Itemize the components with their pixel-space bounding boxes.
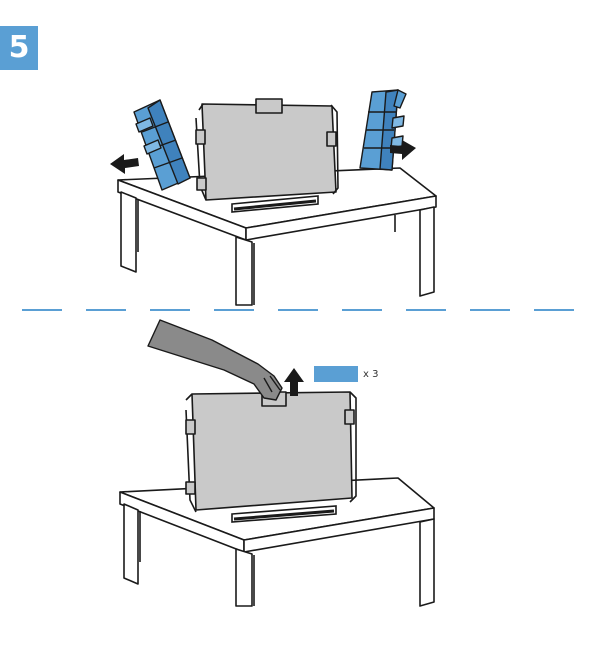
tv-in-bag-bottom — [185, 391, 357, 513]
tv-stand — [231, 195, 319, 213]
hand-arm — [147, 319, 283, 401]
top-scene — [110, 89, 437, 306]
arrow-up-icon — [284, 368, 304, 396]
packing-piece-left — [133, 99, 191, 191]
bottom-scene: x 3 — [119, 319, 435, 607]
arrow-left-icon — [110, 154, 139, 174]
arrow-right-icon — [390, 140, 416, 160]
tv-in-bag — [195, 98, 339, 201]
tape-strip — [314, 366, 358, 382]
tape-quantity-label: x 3 — [363, 369, 378, 380]
step-number-badge: 5 — [0, 26, 38, 70]
packing-piece-right — [359, 89, 407, 171]
tv-stand-bottom — [231, 505, 337, 523]
